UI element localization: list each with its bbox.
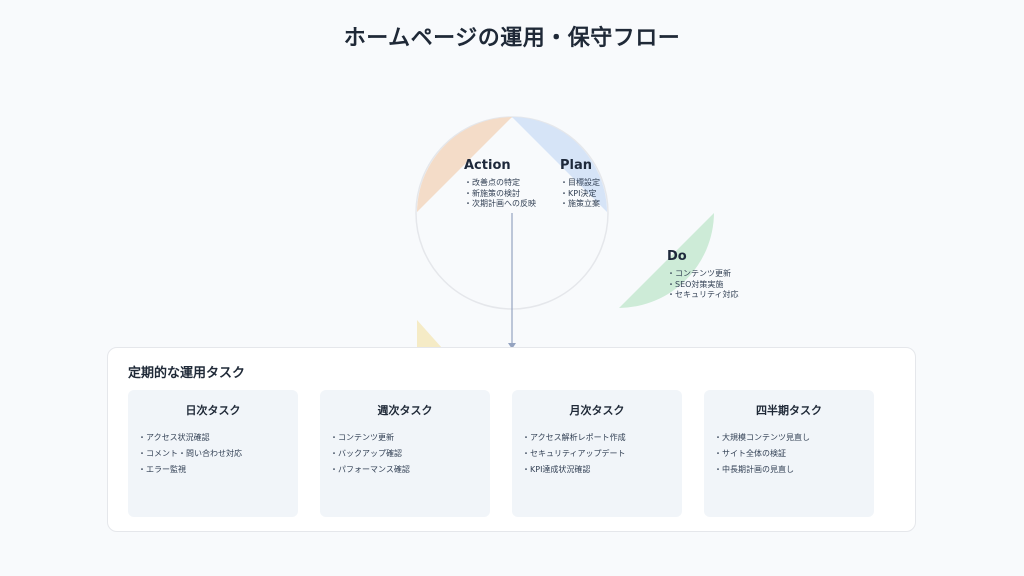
- task-item: コメント・問い合わせ対応: [138, 446, 298, 462]
- task-card-monthly: 月次タスク アクセス解析レポート作成 セキュリティアップデート KPI達成状況確…: [512, 390, 682, 517]
- task-item: バックアップ確認: [330, 446, 490, 462]
- regular-tasks-panel: 定期的な運用タスク 日次タスク アクセス状況確認 コメント・問い合わせ対応 エラ…: [107, 347, 916, 532]
- phase-do-title: Do: [667, 249, 687, 264]
- phase-plan-item: 目標設定: [560, 178, 600, 189]
- phase-action-item: 改善点の特定: [464, 178, 536, 189]
- phase-action-item: 次期計画への反映: [464, 199, 536, 210]
- page-title: ホームページの運用・保守フロー: [343, 26, 681, 51]
- phase-do-item: SEO対策実施: [667, 280, 739, 291]
- task-card-quarterly: 四半期タスク 大規模コンテンツ見直し サイト全体の検証 中長期計画の見直し: [704, 390, 874, 517]
- task-card-title: 四半期タスク: [756, 404, 822, 417]
- phase-action-item: 新施策の検討: [464, 189, 536, 200]
- phase-action-title: Action: [464, 158, 511, 173]
- task-card-title: 月次タスク: [569, 404, 625, 417]
- task-item: セキュリティアップデート: [522, 446, 682, 462]
- phase-plan-title: Plan: [560, 158, 593, 173]
- task-card-weekly: 週次タスク コンテンツ更新 バックアップ確認 パフォーマンス確認: [320, 390, 490, 517]
- flow-arrow-head: [508, 343, 516, 349]
- phase-do-item: コンテンツ更新: [667, 269, 739, 280]
- task-card-title: 日次タスク: [185, 404, 241, 417]
- phase-do: Do コンテンツ更新 SEO対策実施 セキュリティ対応: [667, 249, 739, 301]
- task-card-daily: 日次タスク アクセス状況確認 コメント・問い合わせ対応 エラー監視: [128, 390, 298, 517]
- tasks-panel-title: 定期的な運用タスク: [128, 366, 246, 381]
- task-item: エラー監視: [138, 462, 298, 478]
- action-segment: [417, 117, 512, 212]
- phase-do-item: セキュリティ対応: [667, 290, 739, 301]
- check-segment: [417, 320, 442, 348]
- task-item: 中長期計画の見直し: [714, 462, 874, 478]
- task-item: アクセス解析レポート作成: [522, 430, 682, 446]
- task-item: KPI達成状況確認: [522, 462, 682, 478]
- phase-action: Action 改善点の特定 新施策の検討 次期計画への反映: [464, 158, 536, 210]
- task-item: サイト全体の検証: [714, 446, 874, 462]
- do-segment: [619, 213, 714, 308]
- task-item: 大規模コンテンツ見直し: [714, 430, 874, 446]
- task-item: コンテンツ更新: [330, 430, 490, 446]
- task-item: パフォーマンス確認: [330, 462, 490, 478]
- task-item: アクセス状況確認: [138, 430, 298, 446]
- phase-plan: Plan 目標設定 KPI決定 施策立案: [560, 158, 600, 210]
- phase-plan-item: KPI決定: [560, 189, 600, 200]
- task-card-title: 週次タスク: [377, 404, 433, 417]
- phase-plan-item: 施策立案: [560, 199, 600, 210]
